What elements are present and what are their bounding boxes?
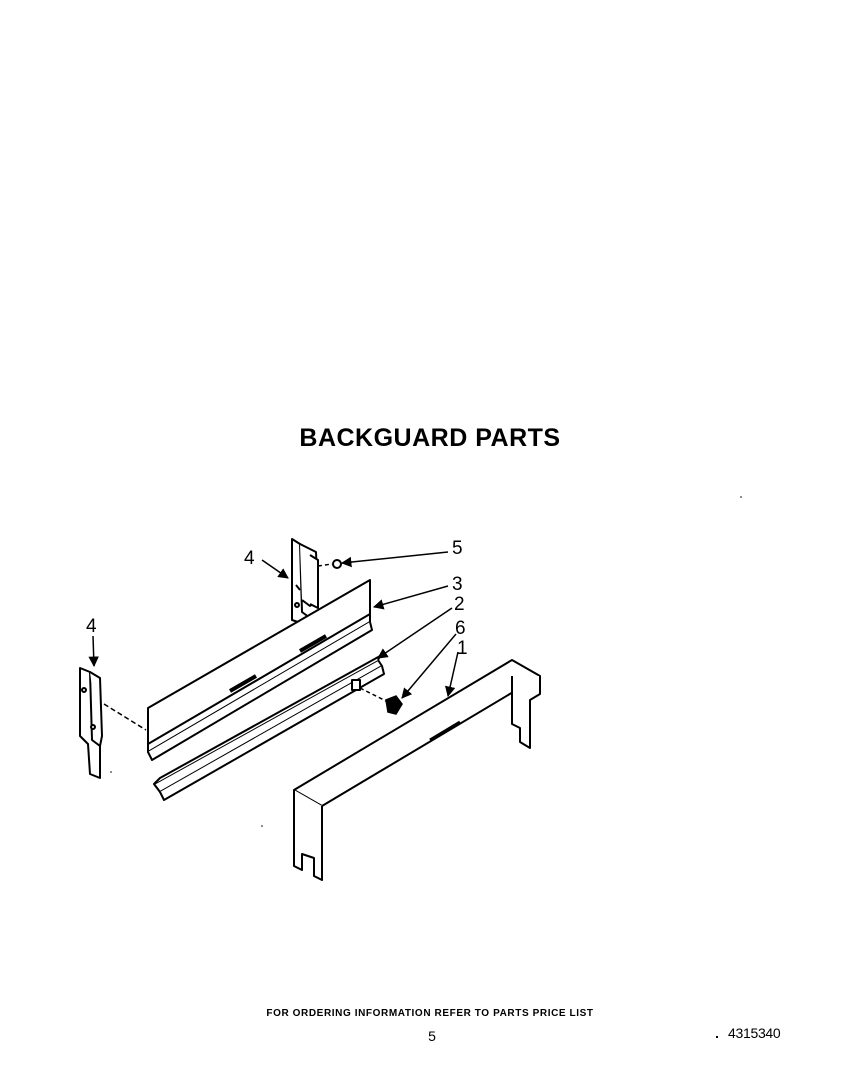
callout-1: 1 — [457, 638, 468, 659]
part-end-bracket-left — [79, 667, 103, 779]
ordering-note: FOR ORDERING INFORMATION REFER TO PARTS … — [266, 1008, 594, 1019]
part-backguard-panel — [147, 579, 373, 761]
callout-6: 6 — [455, 618, 466, 639]
page-number: 5 — [428, 1028, 436, 1044]
document-number: 4315340 — [728, 1025, 781, 1041]
part-backguard-frame — [293, 659, 541, 881]
speck — [716, 1036, 718, 1038]
callout-4-left: 4 — [86, 616, 97, 637]
callout-4-top: 4 — [244, 548, 255, 569]
dash-line-screw — [317, 563, 333, 567]
callout-2: 2 — [454, 594, 465, 615]
callout-5: 5 — [452, 538, 463, 559]
dash-line-left-bracket — [103, 703, 147, 731]
callout-leaders — [88, 551, 459, 699]
callout-3: 3 — [452, 574, 463, 595]
speck — [261, 825, 263, 827]
speck — [740, 496, 742, 498]
part-screw — [332, 559, 342, 569]
page-title: BACKGUARD PARTS — [299, 424, 561, 452]
dash-line-clip — [359, 687, 389, 703]
part-clip — [385, 695, 403, 715]
part-trim-strip — [153, 655, 385, 801]
speck — [110, 771, 112, 773]
